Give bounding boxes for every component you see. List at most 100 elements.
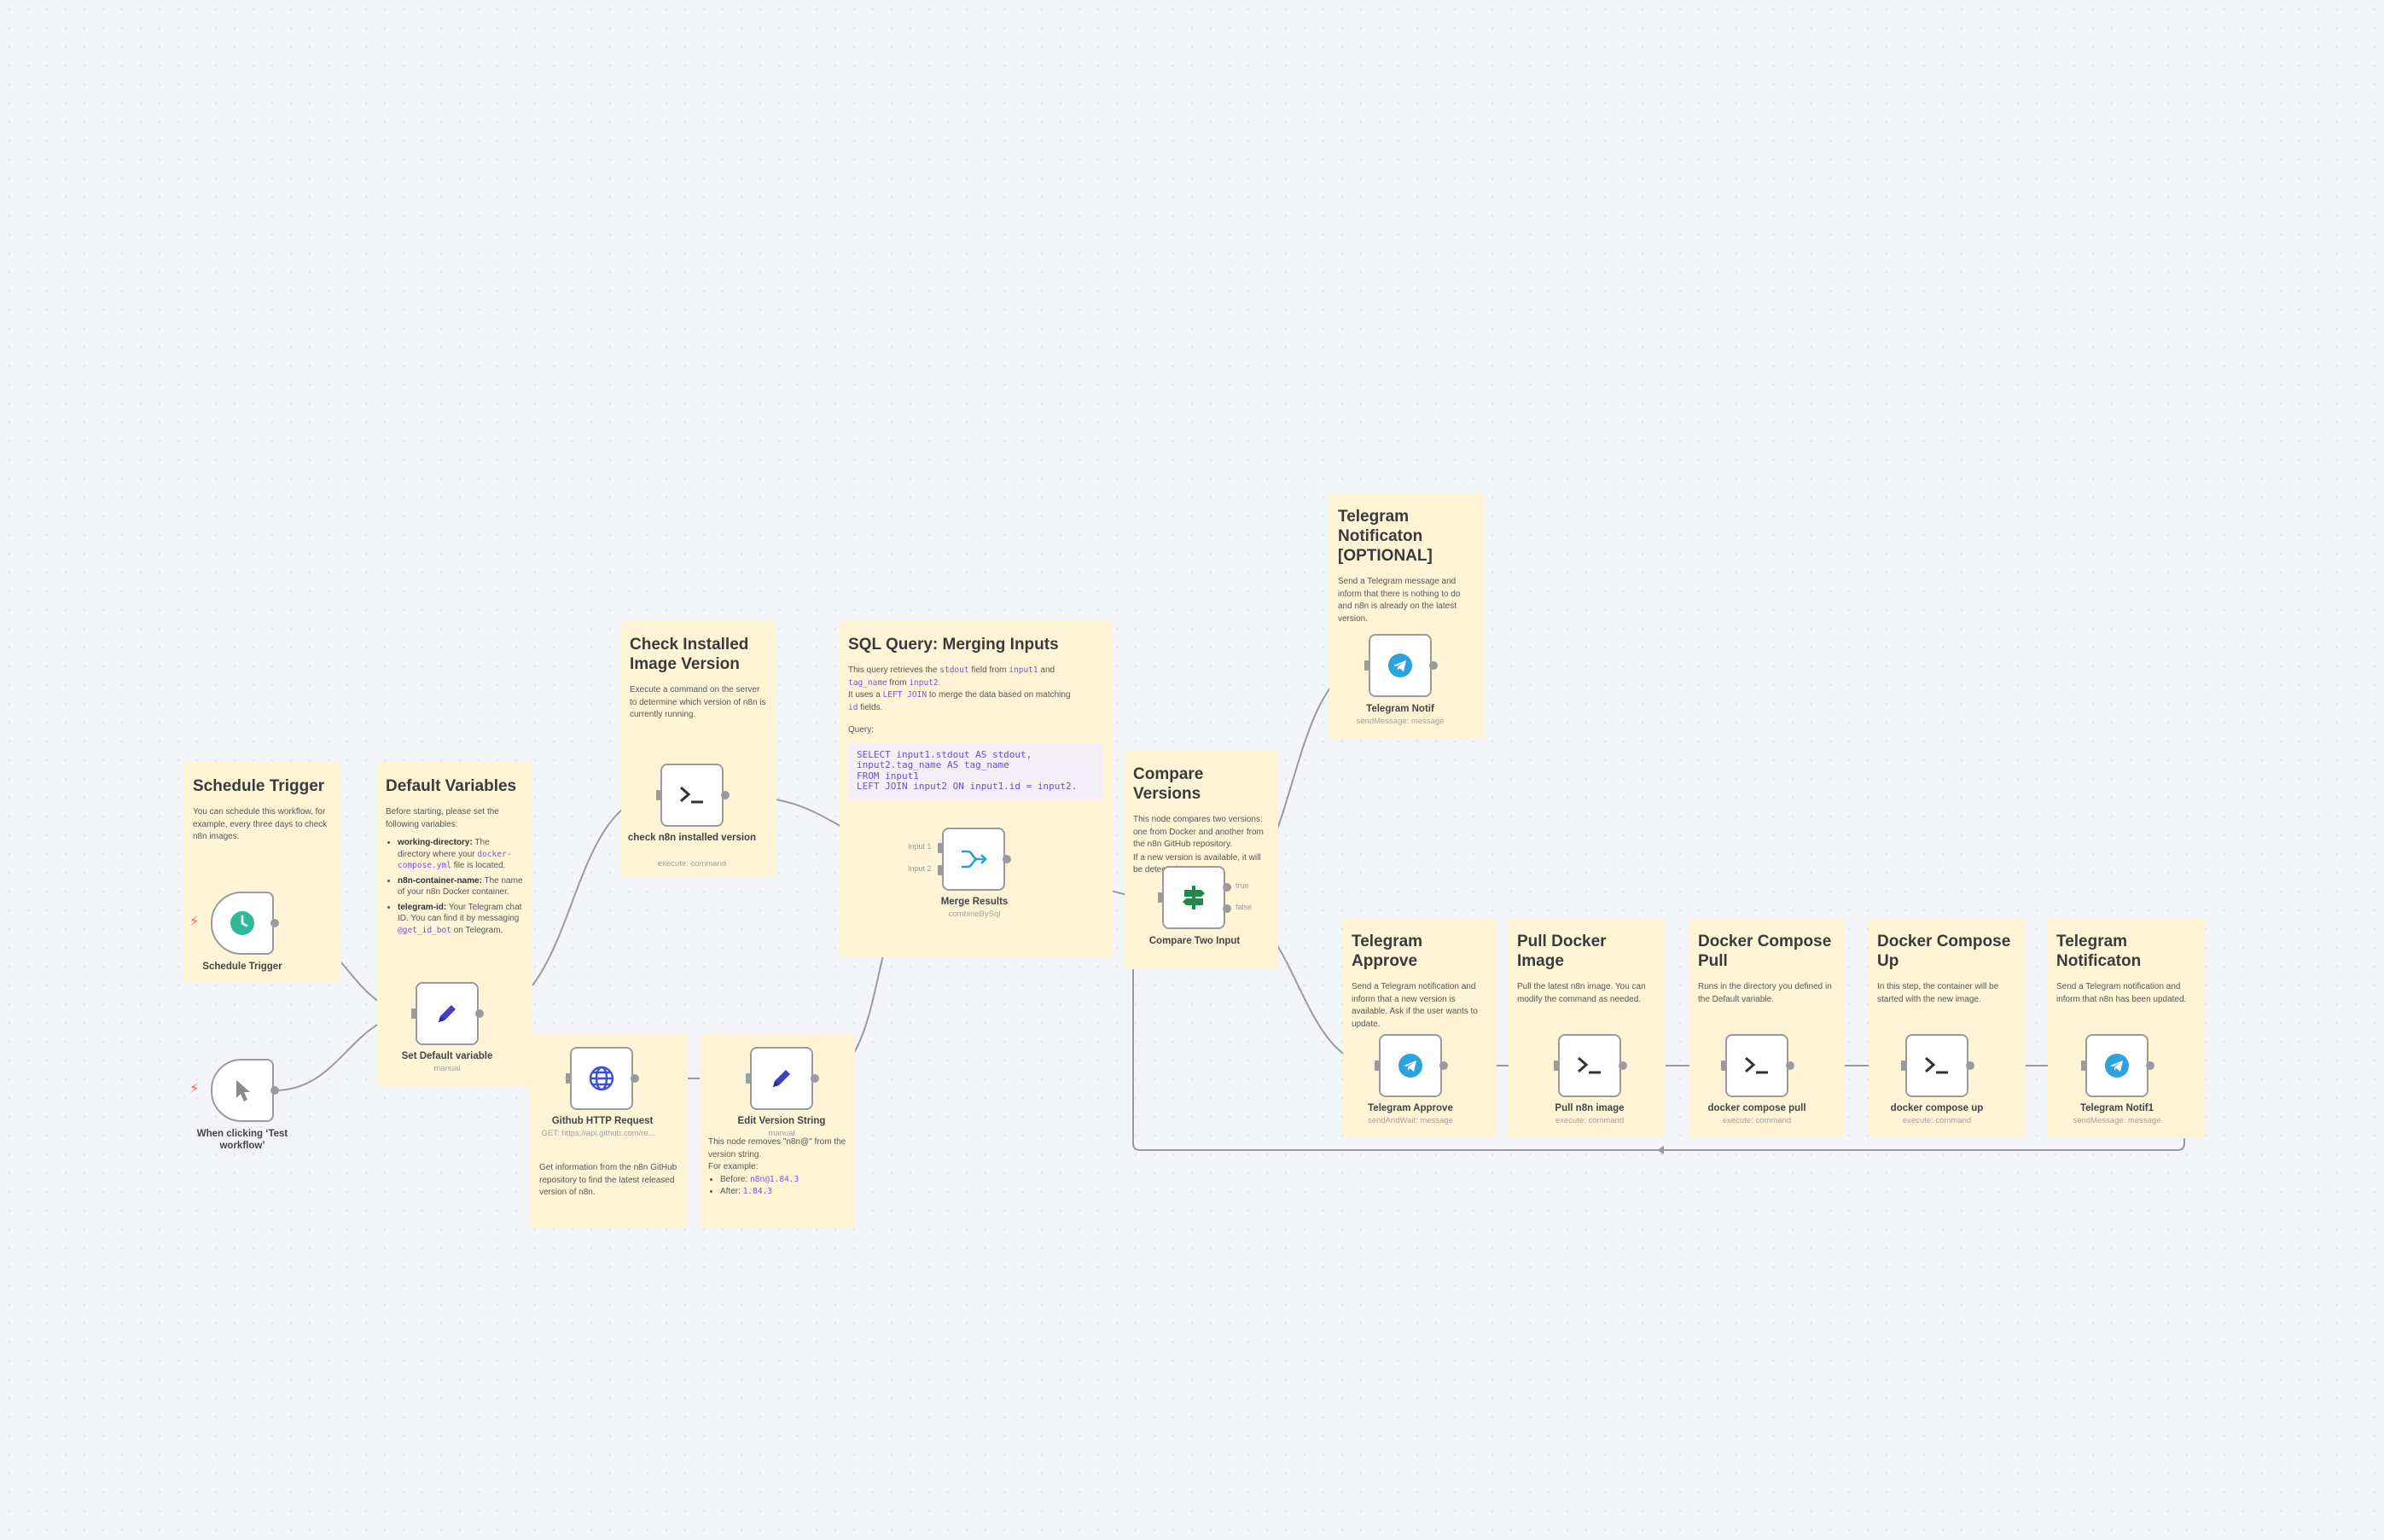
output-port[interactable] bbox=[270, 1086, 279, 1095]
output-port[interactable] bbox=[270, 919, 279, 927]
note-check-installed-version[interactable]: Check Installed Image Version Execute a … bbox=[621, 621, 776, 877]
terminal-icon bbox=[1741, 1050, 1772, 1081]
pencil-icon bbox=[766, 1063, 797, 1094]
node-label: Compare Two Input bbox=[1148, 936, 1241, 946]
note-body: In this step, the container will be star… bbox=[1877, 982, 1999, 1004]
output-label-true: true bbox=[1236, 881, 1249, 890]
input-port-2[interactable] bbox=[938, 865, 942, 875]
note-body: Runs in the directory you defined in the… bbox=[1698, 982, 1832, 1004]
output-port[interactable] bbox=[631, 1074, 639, 1083]
trigger-bolt-icon: ⚡ bbox=[189, 915, 200, 929]
note-sql-query[interactable]: SQL Query: Merging Inputs This query ret… bbox=[840, 621, 1113, 957]
node-label: When clicking ‘Test workflow’ bbox=[196, 1129, 288, 1151]
signpost-icon bbox=[1178, 882, 1209, 913]
input-port[interactable] bbox=[1554, 1061, 1558, 1071]
node-schedule-trigger[interactable] bbox=[211, 892, 274, 955]
note-title: Compare Versions bbox=[1133, 765, 1204, 803]
note-body: You can schedule this workflow, for exam… bbox=[193, 807, 328, 841]
output-port[interactable] bbox=[2146, 1061, 2154, 1070]
input-port[interactable] bbox=[566, 1073, 570, 1084]
node-label: Telegram Notif bbox=[1366, 704, 1434, 714]
output-port[interactable] bbox=[721, 791, 730, 799]
note-body: This query retrieves the stdout field fr… bbox=[848, 665, 1071, 712]
node-label: Edit Version String bbox=[737, 1116, 826, 1126]
node-subtitle: sendAndWait: message bbox=[1368, 1116, 1453, 1125]
telegram-icon bbox=[2102, 1050, 2132, 1081]
output-port-false[interactable] bbox=[1223, 904, 1231, 913]
output-port[interactable] bbox=[1966, 1061, 1974, 1070]
output-port[interactable] bbox=[475, 1009, 484, 1018]
node-docker-compose-up[interactable] bbox=[1905, 1034, 1968, 1097]
terminal-icon bbox=[677, 780, 707, 811]
node-subtitle: sendMessage: message bbox=[1356, 717, 1445, 726]
note-telegram-approve[interactable]: Telegram Approve Send a Telegram notific… bbox=[1343, 918, 1497, 1138]
node-telegram-notif[interactable] bbox=[1369, 634, 1432, 697]
output-port[interactable] bbox=[1439, 1061, 1448, 1070]
node-subtitle: manual bbox=[768, 1129, 795, 1138]
note-body: Send a Telegram notification and inform … bbox=[1352, 982, 1478, 1029]
input-port[interactable] bbox=[1158, 892, 1162, 903]
note-body: Execute a command on the server to deter… bbox=[630, 685, 766, 719]
node-github-http-request[interactable] bbox=[570, 1047, 633, 1110]
node-label: Merge Results bbox=[940, 897, 1009, 907]
input-port[interactable] bbox=[1721, 1061, 1725, 1071]
input-port[interactable] bbox=[411, 1008, 416, 1019]
node-pull-n8n-image[interactable] bbox=[1558, 1034, 1621, 1097]
node-subtitle: combineBySql bbox=[948, 909, 1001, 919]
node-label: check n8n installed version bbox=[627, 833, 757, 843]
merge-icon bbox=[958, 844, 989, 875]
node-edit-version-string[interactable] bbox=[750, 1047, 813, 1110]
query-label: Query: bbox=[848, 725, 875, 735]
input-port[interactable] bbox=[1901, 1061, 1905, 1071]
loop-arrow bbox=[1657, 1146, 1664, 1154]
input-port[interactable] bbox=[656, 790, 660, 800]
list-item: After: 1.84.3 bbox=[720, 1186, 846, 1198]
globe-icon bbox=[586, 1063, 617, 1094]
node-manual-trigger[interactable] bbox=[211, 1059, 274, 1122]
note-telegram-notification[interactable]: Telegram Notificaton Send a Telegram not… bbox=[2048, 918, 2205, 1138]
note-title: Docker Compose Pull bbox=[1698, 933, 1832, 970]
node-subtitle: execute: command bbox=[1555, 1116, 1625, 1125]
node-merge-results[interactable] bbox=[942, 828, 1005, 891]
node-telegram-notif1[interactable] bbox=[2085, 1034, 2149, 1097]
list-item: n8n-container-name: The name of your n8n… bbox=[398, 875, 524, 898]
output-port[interactable] bbox=[1003, 855, 1011, 863]
node-label: Set Default variable bbox=[401, 1051, 493, 1061]
note-body: If a new version is available, it will b… bbox=[1133, 852, 1261, 875]
telegram-icon bbox=[1385, 650, 1416, 681]
input-port[interactable] bbox=[2081, 1061, 2085, 1071]
output-port[interactable] bbox=[1429, 661, 1438, 670]
note-pull-docker-image[interactable]: Pull Docker Image Pull the latest n8n im… bbox=[1509, 918, 1666, 1138]
note-title: Docker Compose Up bbox=[1877, 933, 2011, 970]
list-item: working-directory: The directory where y… bbox=[398, 837, 524, 872]
output-port-true[interactable] bbox=[1223, 883, 1231, 892]
node-compare-two-input[interactable] bbox=[1162, 866, 1225, 929]
output-port[interactable] bbox=[1786, 1061, 1794, 1070]
node-label: docker compose pull bbox=[1707, 1103, 1806, 1113]
terminal-icon bbox=[1574, 1050, 1605, 1081]
note-compare-versions[interactable]: Compare Versions This node compares two … bbox=[1125, 751, 1278, 969]
input-port[interactable] bbox=[1364, 660, 1369, 671]
pencil-icon bbox=[432, 998, 462, 1029]
telegram-icon bbox=[1395, 1050, 1426, 1081]
node-subtitle: sendMessage: message bbox=[2073, 1116, 2161, 1125]
output-port[interactable] bbox=[1619, 1061, 1627, 1070]
node-docker-compose-pull[interactable] bbox=[1725, 1034, 1788, 1097]
note-body: Get information from the n8n GitHub repo… bbox=[539, 1163, 677, 1197]
node-label: Github HTTP Request bbox=[551, 1116, 654, 1126]
input-port-1[interactable] bbox=[938, 843, 942, 853]
note-telegram-optional[interactable]: Telegram Notificaton [OPTIONAL] Send a T… bbox=[1329, 493, 1485, 739]
note-docker-compose-pull[interactable]: Docker Compose Pull Runs in the director… bbox=[1689, 918, 1845, 1138]
input-label: Input 2 bbox=[908, 864, 932, 873]
note-docker-compose-up[interactable]: Docker Compose Up In this step, the cont… bbox=[1869, 918, 2026, 1138]
note-title: Pull Docker Image bbox=[1517, 933, 1607, 970]
input-port[interactable] bbox=[1375, 1061, 1379, 1071]
node-subtitle: execute: command bbox=[1722, 1116, 1792, 1125]
output-port[interactable] bbox=[811, 1074, 819, 1083]
clock-icon bbox=[227, 908, 258, 939]
node-set-default-variable[interactable] bbox=[416, 982, 479, 1045]
input-port[interactable] bbox=[746, 1073, 750, 1084]
node-check-installed-version[interactable] bbox=[660, 764, 724, 827]
sql-code-block: SELECT input1.stdout AS stdout, input2.t… bbox=[848, 742, 1104, 799]
node-telegram-approve[interactable] bbox=[1379, 1034, 1442, 1097]
